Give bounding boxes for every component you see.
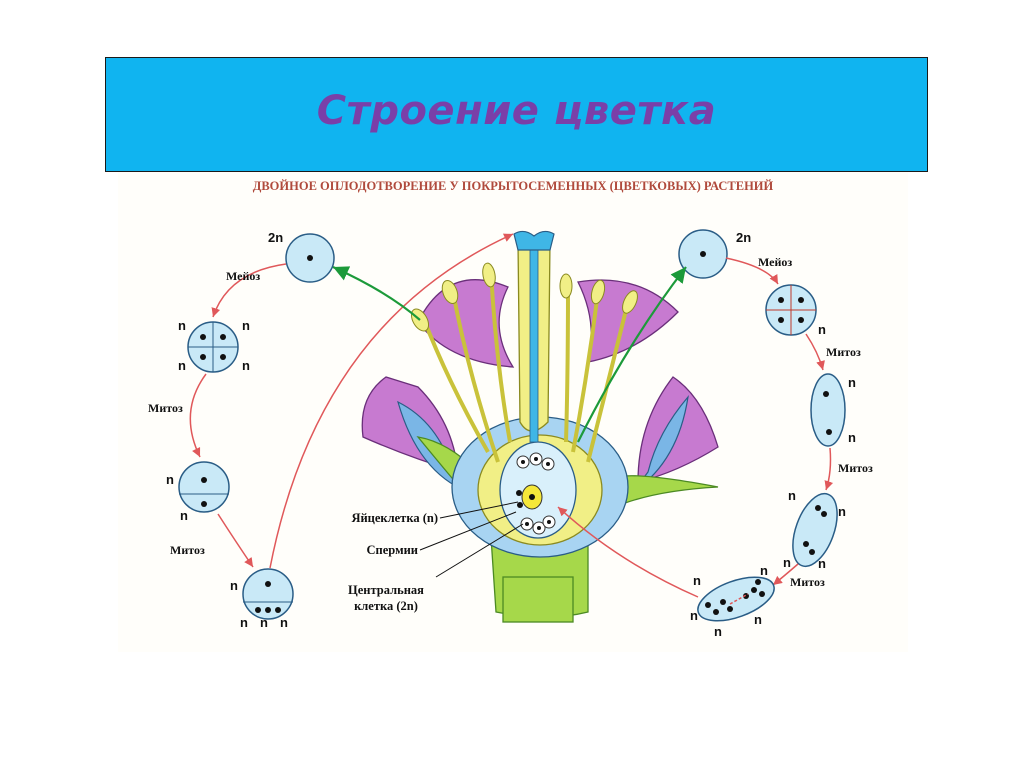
- label-mitosis-left-1: Митоз: [148, 401, 183, 415]
- embryo-sac-cells: [516, 452, 556, 535]
- ploidy-label: n: [166, 472, 174, 487]
- slide-title: Строение цветка: [316, 88, 717, 134]
- ploidy-label: n: [754, 612, 762, 627]
- male-cycle: 2n Мейоз n n n n Митоз n n Митоз n n n n: [148, 230, 514, 630]
- label-mitosis-left-2: Митоз: [170, 543, 205, 557]
- ploidy-label: n: [260, 615, 268, 630]
- ploidy-label: n: [180, 508, 188, 523]
- stigma: [513, 230, 555, 251]
- label-central-cell-2: клетка (2n): [354, 599, 418, 613]
- ploidy-label: n: [693, 573, 701, 588]
- label-mitosis-right-2: Митоз: [838, 461, 873, 475]
- ploidy-label: n: [848, 375, 856, 390]
- ploidy-label: n: [240, 615, 248, 630]
- label-central-cell-1: Центральная: [348, 583, 424, 597]
- female-cycle: 2n Мейоз n Митоз n n Митоз n n n n Митоз…: [557, 229, 873, 639]
- label-meiosis-right: Мейоз: [758, 255, 792, 269]
- pollen-tube: [529, 246, 539, 443]
- ploidy-label: n: [242, 318, 250, 333]
- ploidy-label: n: [714, 624, 722, 639]
- ploidy-label: n: [242, 358, 250, 373]
- petal-back-left: [417, 279, 515, 368]
- stamens: [410, 262, 638, 463]
- stem: [502, 576, 574, 623]
- megaspore-1: [810, 373, 846, 447]
- ploidy-label: n: [690, 608, 698, 623]
- diagram-panel: ДВОЙНОЕ ОПЛОДОТВОРЕНИЕ У ПОКРЫТОСЕМЕННЫХ…: [118, 172, 908, 652]
- pollen-cell-2: [242, 568, 294, 620]
- double-fertilization-diagram: ДВОЙНОЕ ОПЛОДОТВОРЕНИЕ У ПОКРЫТОСЕМЕННЫХ…: [148, 179, 873, 639]
- title-bar: Строение цветка: [105, 57, 928, 172]
- pollen-to-stigma-arrow: [269, 233, 514, 569]
- ploidy-label: n: [760, 563, 768, 578]
- ploidy-label: n: [230, 578, 238, 593]
- ploidy-label: n: [783, 555, 791, 570]
- embryo-sac-to-ovule-arrow: [557, 506, 699, 598]
- ploidy-label: n: [178, 358, 186, 373]
- ploidy-label: n: [848, 430, 856, 445]
- flower: [361, 230, 719, 623]
- anther-arrow: [332, 265, 421, 321]
- label-mitosis-right-1: Митоз: [826, 345, 861, 359]
- petal-back-right: [577, 279, 679, 363]
- ploidy-label: n: [838, 504, 846, 519]
- ploidy-label: n: [818, 556, 826, 571]
- ploidy-label: n: [280, 615, 288, 630]
- pollen-cell-1: [178, 461, 230, 513]
- label-2n-right: 2n: [736, 230, 751, 245]
- label-meiosis-left: Мейоз: [226, 269, 260, 283]
- ploidy-label: n: [178, 318, 186, 333]
- ploidy-label: n: [788, 488, 796, 503]
- label-egg-cell: Яйцеклетка (n): [351, 511, 438, 525]
- label-2n-left: 2n: [268, 230, 283, 245]
- ploidy-label: n: [818, 322, 826, 337]
- label-sperm: Спермии: [367, 543, 418, 557]
- diagram-heading: ДВОЙНОЕ ОПЛОДОТВОРЕНИЕ У ПОКРЫТОСЕМЕННЫХ…: [253, 179, 774, 193]
- ovule-arrow: [577, 266, 687, 443]
- label-mitosis-right-3: Митоз: [790, 575, 825, 589]
